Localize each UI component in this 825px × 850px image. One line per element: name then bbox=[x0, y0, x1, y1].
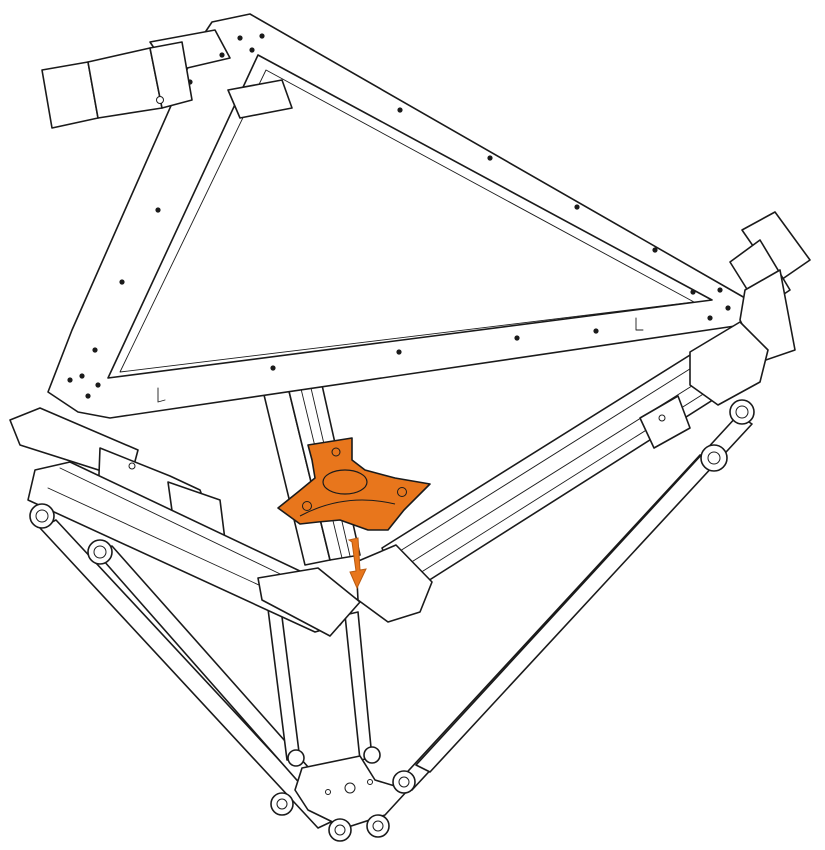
down-arrow-icon bbox=[347, 537, 367, 590]
right-extrusion bbox=[355, 321, 769, 623]
top-frame bbox=[47, 13, 756, 419]
bottom-effector bbox=[270, 746, 416, 842]
triangular-effector-plate bbox=[277, 437, 431, 531]
ball-joints-upper bbox=[29, 399, 755, 565]
left-extrusion bbox=[27, 461, 361, 637]
